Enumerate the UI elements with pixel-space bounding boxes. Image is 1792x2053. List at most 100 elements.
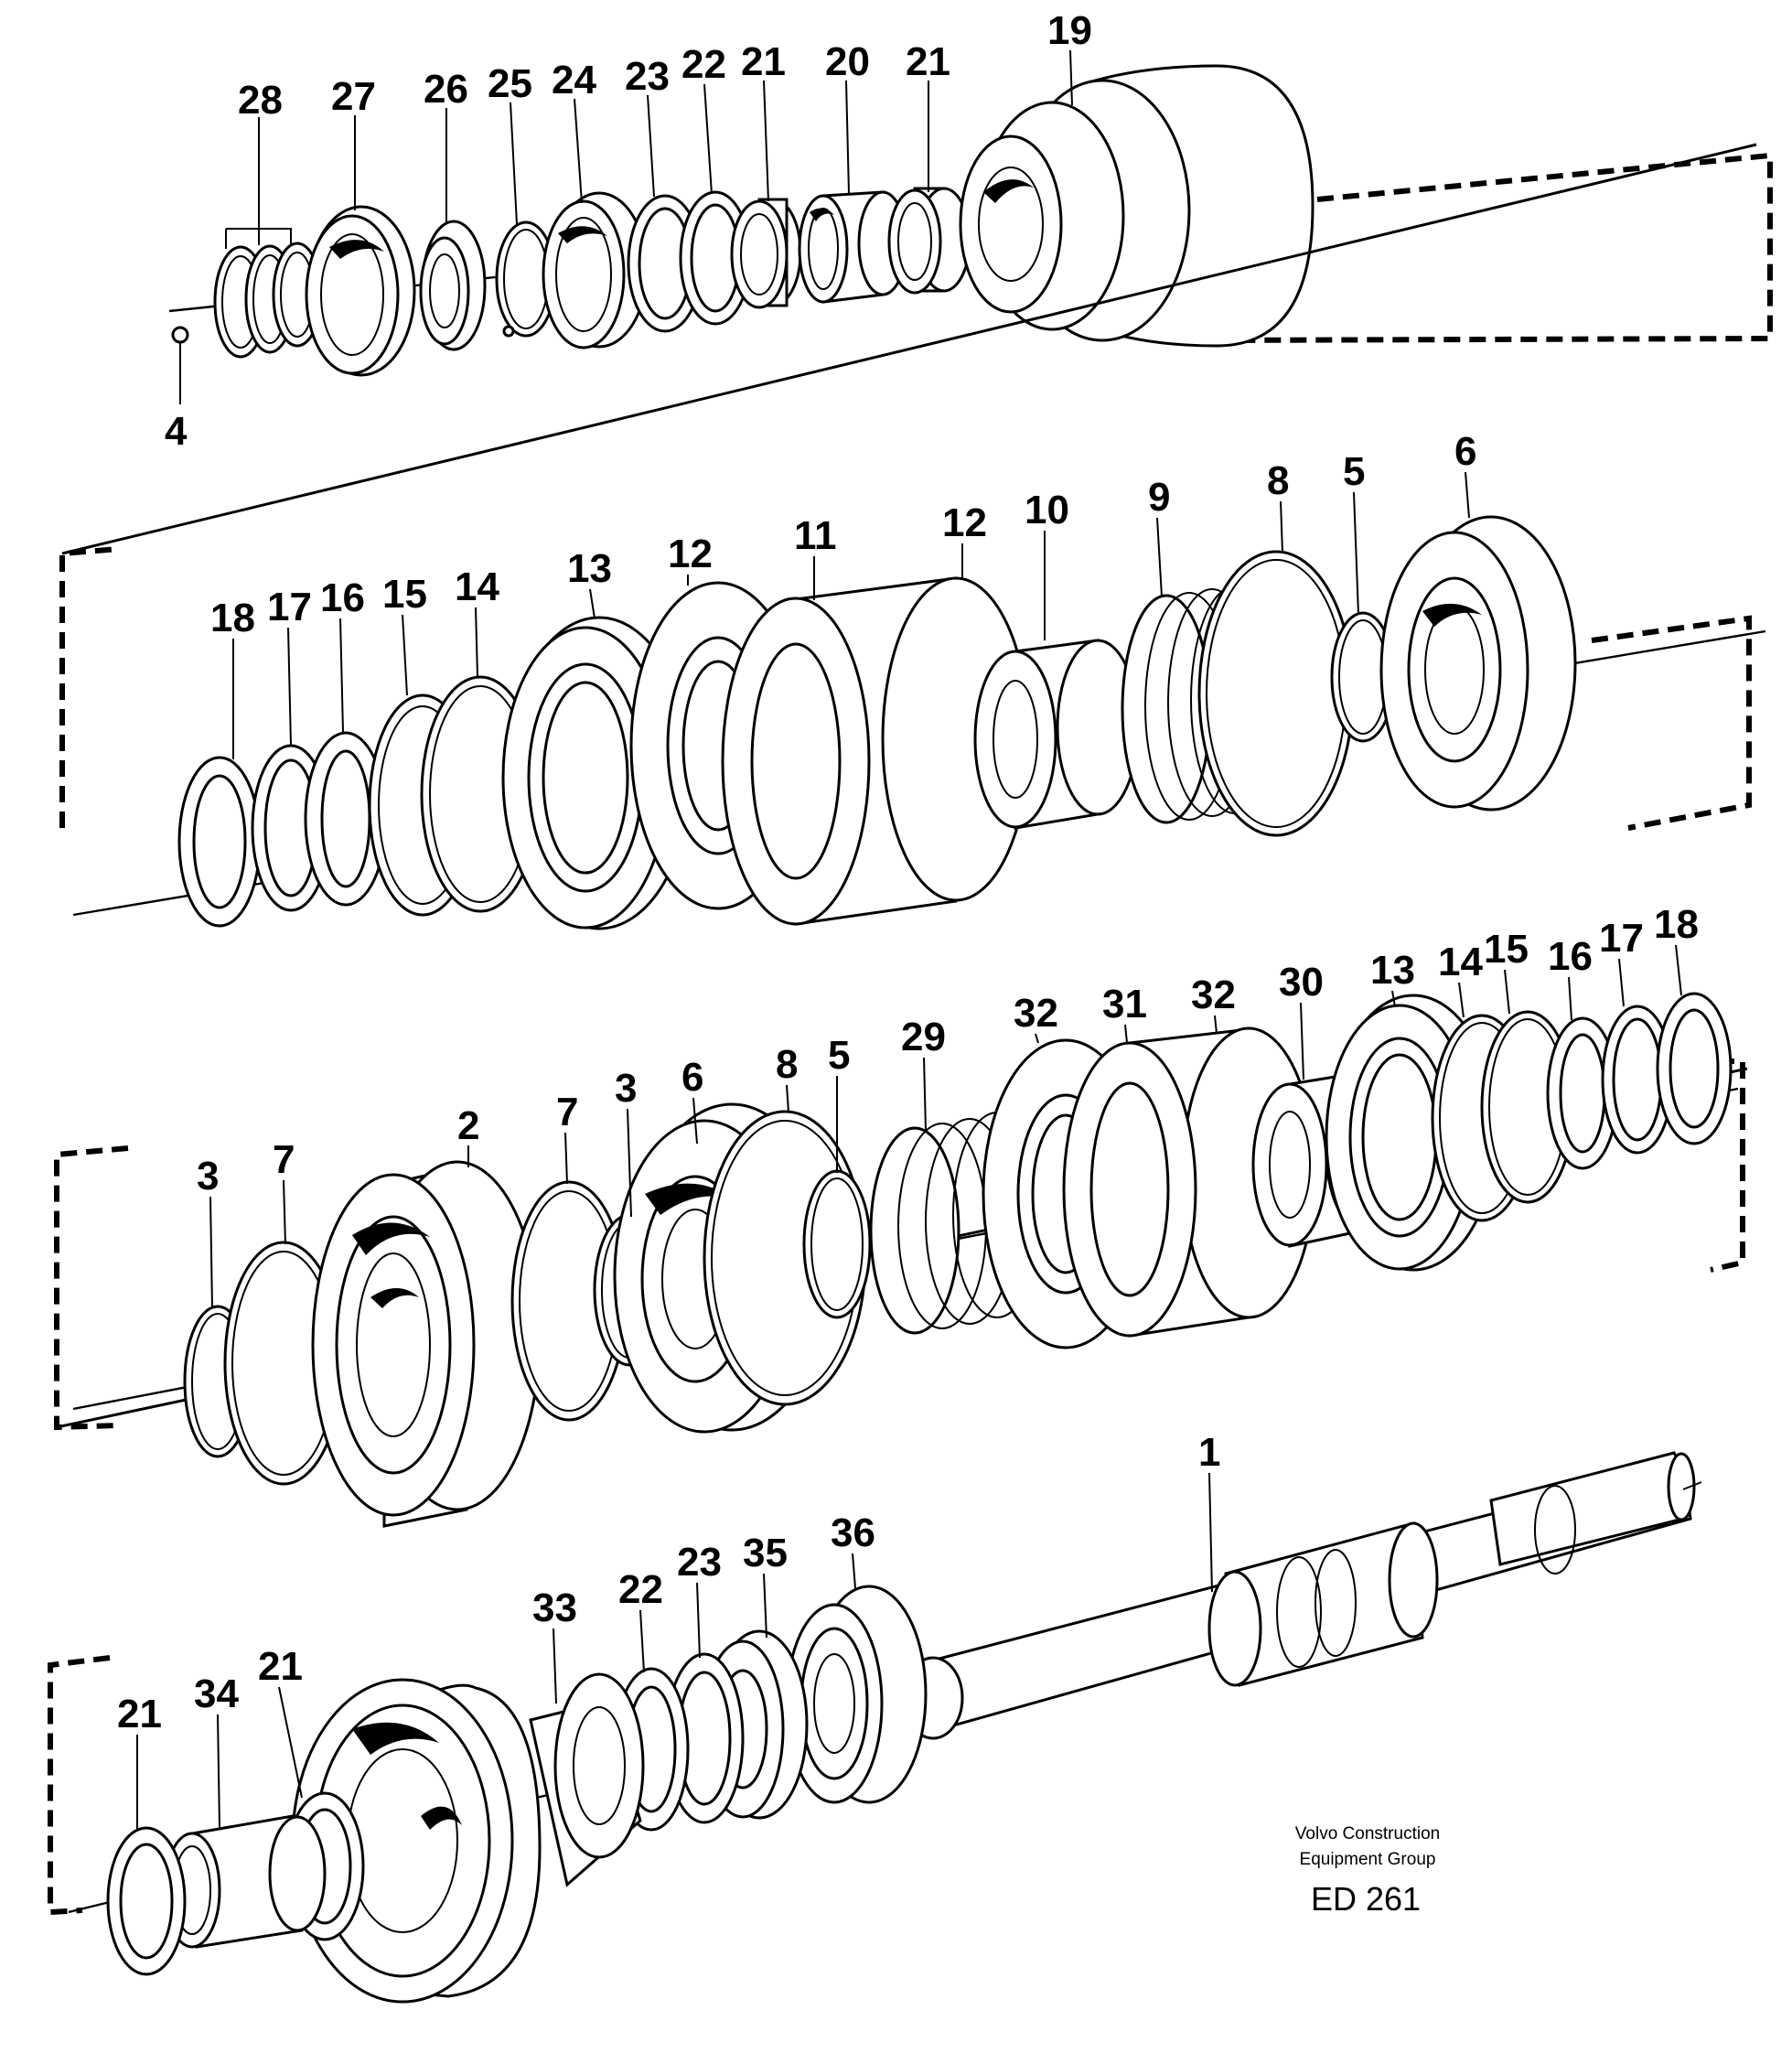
part-16-washer [304, 731, 388, 907]
row-2-connector-bracket [59, 546, 120, 828]
part-19-gear-drum [959, 64, 1314, 348]
label-23-b: 23 [677, 1540, 722, 1585]
label-20: 20 [825, 39, 870, 84]
label-16: 16 [320, 575, 365, 620]
label-4: 4 [165, 409, 188, 454]
row-3-leaders [209, 944, 1682, 1309]
label-32: 32 [1014, 991, 1058, 1036]
part-18-thrust-bearing [177, 756, 262, 928]
part-large-drum [291, 1678, 542, 2004]
part-16-washer-b [1546, 1016, 1619, 1170]
label-23: 23 [625, 54, 670, 99]
part-18-thrust-bearing-b [1656, 992, 1733, 1145]
label-2: 2 [457, 1103, 479, 1148]
label-26: 26 [424, 67, 468, 112]
part-26-bearing-cone [419, 220, 487, 351]
label-21: 21 [741, 39, 786, 84]
label-22-b: 22 [618, 1567, 663, 1612]
label-21-c: 21 [117, 1692, 162, 1736]
credit-line-2: Equipment Group [1300, 1850, 1436, 1869]
part-6-piston [1379, 515, 1577, 812]
label-18: 18 [210, 596, 255, 640]
label-6-b: 6 [681, 1055, 703, 1100]
row-3-left-bracket [54, 1145, 129, 1431]
part-17-washer-b [1601, 1005, 1674, 1155]
part-33-gear [529, 1672, 645, 1887]
label-12: 12 [668, 532, 713, 576]
label-13-b: 13 [1370, 948, 1415, 993]
label-12-b: 12 [942, 500, 987, 545]
row-1-leaders [258, 49, 1073, 229]
label-8: 8 [1267, 458, 1289, 503]
label-29: 29 [901, 1015, 946, 1059]
label-21-d: 21 [258, 1644, 303, 1689]
label-9: 9 [1148, 475, 1170, 520]
credit-block: Volvo Construction Equipment Group ED 26… [1295, 1824, 1440, 1918]
row-2-right-bracket [1591, 615, 1752, 831]
label-21-b: 21 [906, 39, 950, 84]
part-27-bearing-cup [305, 205, 416, 377]
label-24: 24 [552, 58, 596, 102]
label-10: 10 [1025, 488, 1069, 532]
part-24-bearing-cup [542, 191, 649, 349]
label-22: 22 [681, 42, 726, 87]
label-19: 19 [1047, 8, 1092, 53]
row-2-link-line [61, 143, 1757, 555]
label-14: 14 [455, 564, 499, 609]
label-6: 6 [1454, 429, 1476, 474]
label-34: 34 [194, 1671, 239, 1716]
part-21-needle-bearing-b [887, 187, 971, 295]
label-15: 15 [382, 572, 427, 617]
part-4-ball [171, 326, 189, 344]
credit-line-1: Volvo Construction [1295, 1824, 1440, 1843]
label-36: 36 [831, 1510, 875, 1555]
part-21-needle-bearing-a [730, 198, 802, 309]
part-8-ring [1197, 550, 1355, 837]
row-4-leaders [136, 1472, 1213, 1830]
row-2-leaders [232, 471, 1470, 759]
part-11-disc-pack [721, 576, 1031, 926]
part-1-main-shaft [902, 1451, 1702, 1740]
label-8-b: 8 [776, 1042, 798, 1087]
row-4-assembly: 21 34 21 33 22 23 35 36 1 [48, 1430, 1702, 2004]
part-34-sleeve [163, 1814, 327, 1949]
row-3-right-bracket [1692, 1059, 1745, 1273]
part-10-hub [973, 639, 1140, 830]
label-7: 7 [273, 1137, 295, 1182]
label-32-b: 32 [1191, 973, 1236, 1017]
label-15-b: 15 [1484, 927, 1529, 972]
label-27: 27 [331, 74, 376, 119]
row-2-assembly: 18 17 16 15 14 13 12 11 12 10 9 8 5 6 [59, 143, 1766, 930]
row-4-left-bracket [48, 1655, 111, 1916]
part-13-end-disc-b [1325, 994, 1497, 1272]
label-11: 11 [794, 513, 837, 558]
label-33: 33 [532, 1585, 577, 1630]
row-1-assembly: 28 27 26 25 24 23 22 21 20 21 19 4 [165, 8, 1773, 454]
label-17: 17 [267, 585, 312, 629]
drawing-code: ED 261 [1311, 1880, 1421, 1918]
label-17-b: 17 [1599, 916, 1644, 961]
label-35: 35 [743, 1531, 788, 1575]
part-2-drum [311, 1160, 542, 1528]
row-3-assembly: 3 7 2 7 3 6 8 5 29 32 31 32 30 13 14 15 … [54, 902, 1748, 1528]
label-28: 28 [238, 78, 283, 123]
label-16-b: 16 [1548, 934, 1593, 979]
row-1-connector-bracket [1207, 152, 1773, 343]
part-5-ring-b [802, 1169, 872, 1319]
label-18-b: 18 [1654, 902, 1699, 947]
label-1: 1 [1198, 1430, 1220, 1475]
label-5-b: 5 [828, 1033, 850, 1078]
label-14-b: 14 [1438, 940, 1483, 984]
label-3-b: 3 [615, 1066, 637, 1111]
part-13-end-disc [501, 616, 692, 930]
label-30: 30 [1279, 960, 1324, 1005]
part-21-needle-bearing-d [106, 1826, 187, 1976]
part-36-bearing [785, 1585, 928, 1804]
label-31: 31 [1102, 982, 1147, 1026]
label-3: 3 [197, 1154, 219, 1198]
label-5: 5 [1343, 449, 1365, 494]
label-13: 13 [567, 546, 612, 591]
label-25: 25 [488, 61, 532, 106]
label-7-b: 7 [556, 1090, 578, 1134]
